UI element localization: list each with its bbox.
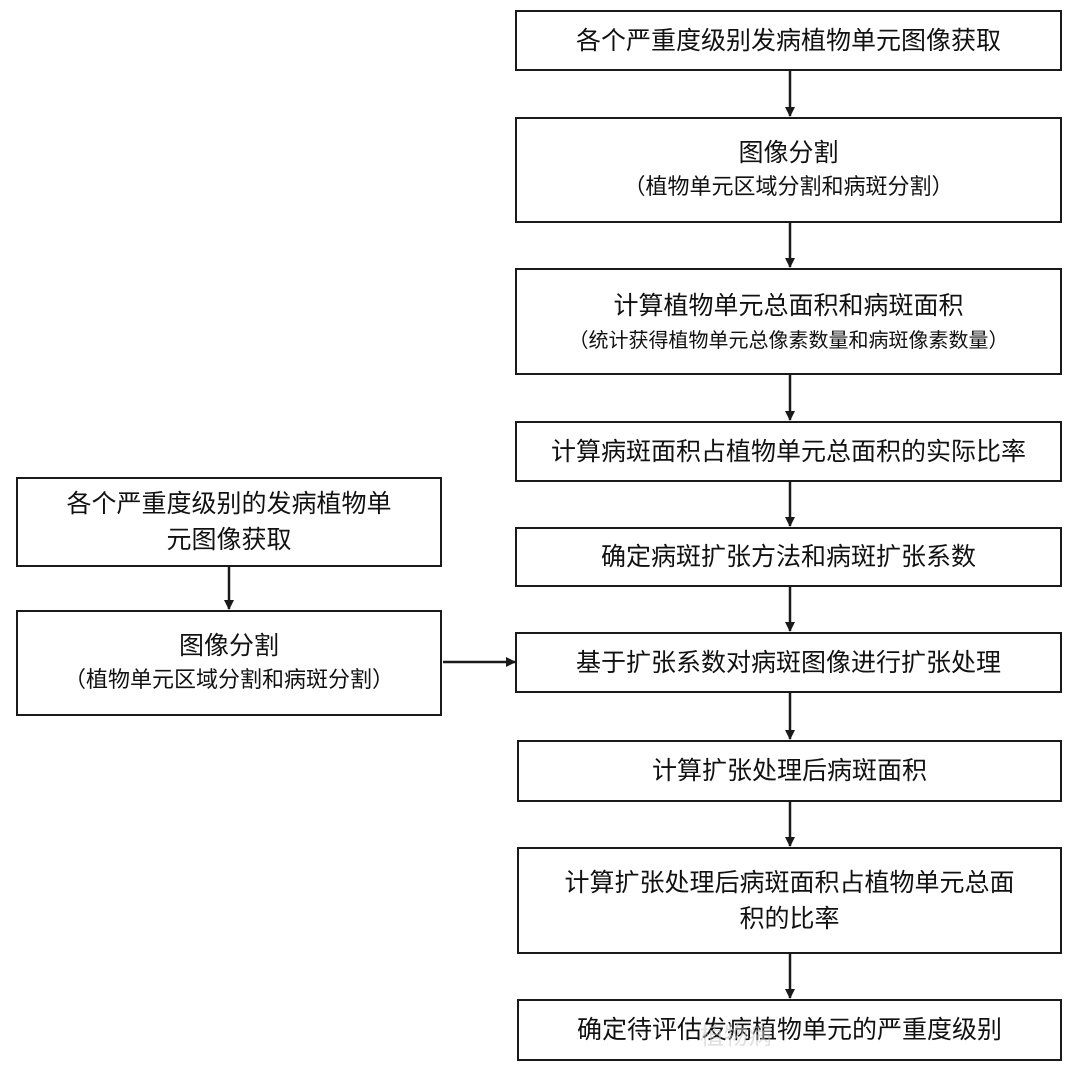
step-expansion-method-text: 确定病斑扩张方法和病斑扩张系数 bbox=[600, 542, 976, 571]
step-acquire-images-box: 各个严重度级别发病植物单元图像获取 bbox=[515, 10, 1062, 71]
step-actual-ratio-box: 计算病斑面积占植物单元总面积的实际比率 bbox=[515, 421, 1062, 482]
left-segmentation-box: 图像分割 （植物单元区域分割和病斑分割） bbox=[16, 610, 442, 716]
left-segmentation-title: 图像分割 bbox=[178, 631, 279, 660]
step-compute-areas-title: 计算植物单元总面积和病斑面积 bbox=[613, 290, 964, 320]
step-segmentation-subtitle: （植物单元区域分割和病斑分割） bbox=[623, 175, 954, 200]
step-expanded-area-box: 计算扩张处理后病斑面积 bbox=[517, 740, 1062, 802]
step-expanded-ratio-box: 计算扩张处理后病斑面积占植物单元总面 积的比率 bbox=[517, 847, 1062, 954]
step-compute-areas-box: 计算植物单元总面积和病斑面积 （统计获得植物单元总像素数量和病斑像素数量） bbox=[515, 268, 1062, 375]
step-severity-level-box: 确定待评估发病植物单元的严重度级别 bbox=[517, 999, 1062, 1061]
left-segmentation-subtitle: （植物单元区域分割和病斑分割） bbox=[63, 668, 394, 693]
left-acquire-images-line1: 各个严重度级别的发病植物单 bbox=[66, 489, 392, 518]
left-acquire-images-line2: 元图像获取 bbox=[166, 525, 292, 554]
step-severity-level-text: 确定待评估发病植物单元的严重度级别 bbox=[576, 1015, 1002, 1044]
step-expanded-area-text: 计算扩张处理后病斑面积 bbox=[651, 756, 927, 785]
step-actual-ratio-text: 计算病斑面积占植物单元总面积的实际比率 bbox=[550, 436, 1026, 466]
step-acquire-images-text: 各个严重度级别发病植物单元图像获取 bbox=[575, 25, 1001, 55]
step-compute-areas-subtitle: （统计获得植物单元总像素数量和病斑像素数量） bbox=[568, 327, 1009, 352]
left-acquire-images-box: 各个严重度级别的发病植物单 元图像获取 bbox=[16, 477, 442, 567]
step-segmentation-title: 图像分割 bbox=[738, 138, 839, 167]
step-expanded-ratio-line1: 计算扩张处理后病斑面积占植物单元总面 bbox=[564, 867, 1015, 897]
step-expansion-processing-box: 基于扩张系数对病斑图像进行扩张处理 bbox=[515, 632, 1062, 693]
step-expansion-processing-text: 基于扩张系数对病斑图像进行扩张处理 bbox=[575, 647, 1001, 677]
step-segmentation-box: 图像分割 （植物单元区域分割和病斑分割） bbox=[515, 117, 1062, 223]
step-expanded-ratio-line2: 积的比率 bbox=[739, 903, 840, 933]
step-expansion-method-box: 确定病斑扩张方法和病斑扩张系数 bbox=[515, 527, 1062, 587]
